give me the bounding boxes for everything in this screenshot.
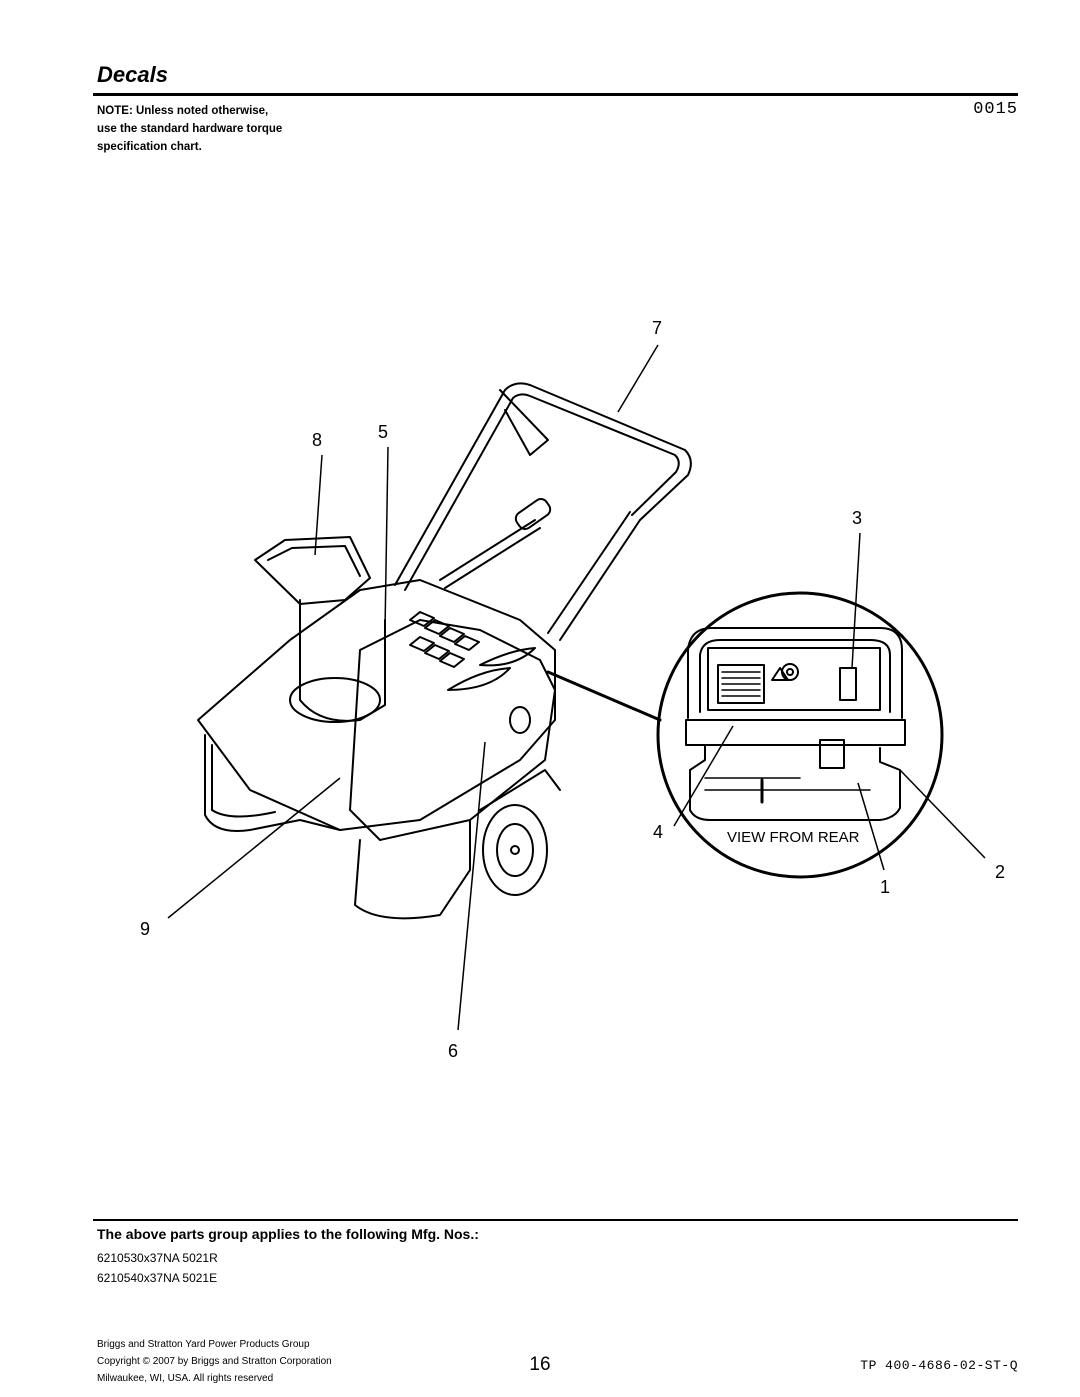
section-code: 0015 [973, 100, 1018, 119]
callout-2: 2 [995, 862, 1005, 882]
mfg-numbers-list: 6210530x37NA 5021R 6210540x37NA 5021E [97, 1248, 218, 1288]
torque-note: NOTE: Unless noted otherwise, use the st… [97, 102, 357, 156]
callout-4: 4 [653, 822, 663, 842]
note-line: use the standard hardware torque [97, 123, 283, 135]
chute-deflector [254, 536, 371, 605]
callout-5: 5 [378, 422, 388, 442]
callout-3: 3 [852, 508, 862, 528]
header-rule [93, 93, 1018, 96]
rear-panel-box [707, 647, 881, 711]
callout-1: 1 [880, 877, 890, 897]
wheel [482, 804, 548, 896]
rear-view-inset [656, 591, 944, 879]
document-id: TP 400-4686-02-ST-Q [860, 1358, 1018, 1373]
callout-9: 9 [140, 919, 150, 939]
engine-cover [349, 619, 556, 841]
handle-frame [394, 382, 692, 586]
callout-8: 8 [312, 430, 322, 450]
callout-7: 7 [652, 318, 662, 338]
footer-line: Milwaukee, WI, USA. All rights reserved [97, 1373, 274, 1384]
mfg-number: 6210530x37NA 5021R [97, 1251, 218, 1265]
callout-6: 6 [448, 1041, 458, 1061]
page-title: Decals [97, 62, 168, 87]
footer-line: Copyright © 2007 by Briggs and Stratton … [97, 1356, 332, 1367]
note-line: specification chart. [97, 141, 202, 153]
applies-rule [93, 1219, 1018, 1221]
housing-top [197, 579, 556, 831]
footer-line: Briggs and Stratton Yard Power Products … [97, 1339, 310, 1350]
auger-housing [204, 734, 341, 832]
page-number: 16 [529, 1354, 551, 1375]
control-knob [514, 498, 552, 530]
view-from-rear-label: VIEW FROM REAR [727, 829, 860, 846]
note-line: NOTE: Unless noted otherwise, [97, 105, 269, 117]
discharge-chute [299, 599, 386, 722]
footer-copyright: Briggs and Stratton Yard Power Products … [97, 1336, 332, 1387]
mfg-number: 6210540x37NA 5021E [97, 1271, 218, 1285]
applies-heading: The above parts group applies to the fol… [97, 1226, 479, 1242]
